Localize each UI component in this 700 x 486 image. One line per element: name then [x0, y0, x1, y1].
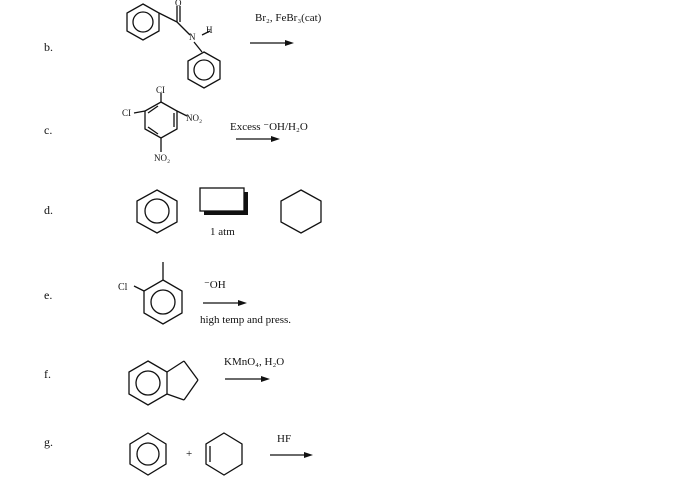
problem-d-label: d.: [44, 203, 53, 217]
atom-no2-bottom: NO₂: [154, 153, 170, 163]
plus-sign: +: [186, 448, 193, 460]
arrow-f-head: [261, 376, 270, 382]
reagent-e-bottom: high temp and press.: [200, 314, 292, 326]
atom-no2-right: NO₂: [186, 113, 202, 123]
arrows: [203, 42, 306, 456]
cyclohexane-structure: [280, 189, 322, 234]
atom-o: O: [175, 0, 182, 8]
benzene-d-structure: [136, 189, 178, 234]
chlorotoluene-structure: [133, 262, 183, 325]
reagent-c: Excess ⁻OH/H₂O: [230, 121, 308, 133]
problem-b-label: b.: [44, 40, 53, 54]
reagent-e-top: ⁻OH: [204, 279, 226, 291]
reagent-d: 1 atm: [210, 226, 235, 238]
atom-h: H: [206, 25, 213, 35]
reagent-f: KMnO₄, H₂O: [224, 356, 285, 368]
indane-structure: [128, 360, 199, 406]
arrow-b-head: [285, 40, 294, 46]
reagent-box: [199, 187, 248, 215]
atom-cl-e: Cl: [118, 282, 128, 293]
benzene-g-structure: [129, 432, 167, 476]
atom-cl-top: CI: [156, 85, 165, 95]
reagent-g: HF: [277, 433, 292, 445]
dichloronitrobenzene-structure: [133, 93, 188, 152]
problem-c-label: c.: [44, 123, 53, 137]
benzanilide-structure: [126, 3, 221, 89]
cyclohexene-structure: [205, 432, 243, 476]
atom-cl-left: CI: [122, 108, 131, 118]
atom-n: N: [189, 32, 196, 42]
problem-e-label: e.: [44, 288, 53, 302]
arrow-e-head: [238, 300, 247, 306]
reagent-b: Br₂, FeBr₃(cat): [255, 12, 322, 24]
problem-g-label: g.: [44, 435, 53, 449]
arrow-c-head: [271, 136, 280, 142]
problem-f-label: f.: [44, 367, 51, 381]
arrow-g-head: [304, 452, 313, 458]
